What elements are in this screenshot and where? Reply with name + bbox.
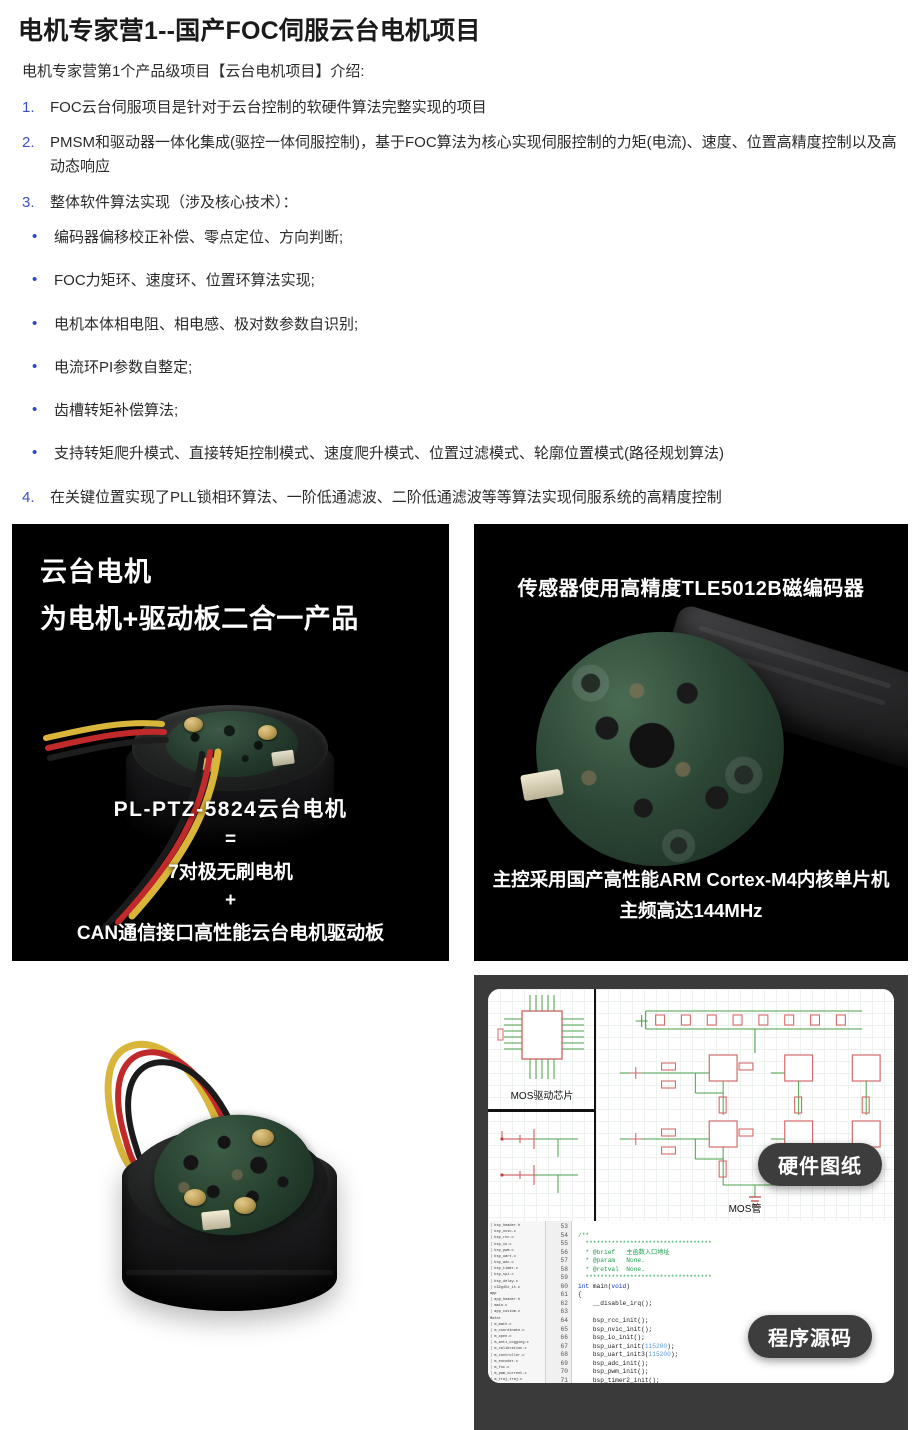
screw-icon (184, 1189, 206, 1207)
list-marker: 1. (22, 98, 35, 116)
list-item-text: FOC力矩环、速度环、位置环算法实现; (54, 272, 315, 290)
mos-driver-symbol (497, 995, 584, 1194)
product-photo-white (12, 975, 449, 1430)
list-item-text: 在关键位置实现了PLL锁相环算法、一阶低通滤波、二阶低通滤波等等算法实现伺服系统… (50, 488, 722, 506)
panel-a-caption-line4: + (224, 890, 237, 912)
code-line-numbers: 5354555657585960616263646566676869707172… (545, 1221, 572, 1384)
bulleted-list: 编码器偏移校正补偿、零点定位、方向判断; FOC力矩环、速度环、位置环算法实现;… (14, 226, 906, 467)
numbered-list-continued: 4. 在关键位置实现了PLL锁相环算法、一阶低通滤波、二阶低通滤波等等算法实现伺… (14, 486, 906, 510)
list-item: 1. FOC云台伺服项目是针对于云台控制的软硬件算法完整实现的项目 (14, 96, 906, 120)
screw-icon (234, 1197, 256, 1215)
project-file-tree[interactable]: │ bsp_header.h│ bsp_nvic.c│ bsp_rcc.c│ b… (487, 1221, 546, 1384)
code-content[interactable]: /** ********************************** *… (577, 1231, 712, 1384)
gallery-row-1: 云台电机 为电机+驱动板二合一产品 PL-PTZ-5824云台电机 = 7对极无… (0, 524, 920, 962)
schematic-label-mos-driver: MOS驱动芯片 (510, 1091, 574, 1103)
panel-a-headline-line1: 云台电机 (40, 557, 152, 588)
usb-connector-icon (201, 1209, 231, 1231)
bullet-icon (32, 269, 54, 292)
list-item: FOC力矩环、速度环、位置环算法实现; (14, 269, 906, 293)
panel-a-headline-line2: 为电机+驱动板二合一产品 (40, 604, 359, 635)
list-item-text: 电机本体相电阻、相电感、极对数参数自识别; (54, 315, 359, 333)
gimbal-motor-illustration (112, 1093, 347, 1313)
screw-icon (252, 1129, 274, 1147)
image-gallery: 云台电机 为电机+驱动板二合一产品 PL-PTZ-5824云台电机 = 7对极无… (0, 524, 920, 1430)
list-item: 4. 在关键位置实现了PLL锁相环算法、一阶低通滤波、二阶低通滤波等等算法实现伺… (14, 486, 906, 510)
list-marker: 3. (22, 193, 35, 211)
hardware-drawing-badge: 硬件图纸 (758, 1143, 882, 1187)
mos-bridge-symbol (619, 1010, 881, 1206)
panel-a-caption-line5: CAN通信接口高性能云台电机驱动板 (76, 923, 385, 945)
list-marker: 4. (22, 488, 35, 506)
list-item: 2. PMSM和驱动器一体化集成(驱控一体伺服控制)，基于FOC算法为核心实现伺… (14, 131, 906, 180)
schematic-left-block: MOS驱动芯片 (487, 989, 596, 1222)
list-item-text: 齿槽转矩补偿算法; (54, 402, 179, 420)
list-marker: 2. (22, 134, 35, 152)
list-item: 电流环PI参数自整定; (14, 356, 906, 380)
page-title: 电机专家营1--国产FOC伺服云台电机项目 (18, 17, 481, 45)
schematic-right-block: MOS管 (595, 989, 894, 1222)
product-hero-image: 云台电机 为电机+驱动板二合一产品 PL-PTZ-5824云台电机 = 7对极无… (12, 524, 449, 962)
article-body: 电机专家营1--国产FOC伺服云台电机项目 电机专家营第1个产品级项目【云台电机… (0, 0, 920, 510)
list-item-text: 整体软件算法实现（涉及核心技术）： (50, 193, 298, 211)
list-item: 3. 整体软件算法实现（涉及核心技术）： (14, 191, 906, 215)
list-item-text: PMSM和驱动器一体化集成(驱控一体伺服控制)，基于FOC算法为核心实现伺服控制… (50, 134, 897, 176)
list-item-text: 电流环PI参数自整定; (54, 358, 193, 376)
list-item-text: 支持转矩爬升模式、直接转矩控制模式、速度爬升模式、位置过滤模式、轮廓位置模式(路… (54, 445, 724, 463)
code-editor-screenshot: │ bsp_header.h│ bsp_nvic.c│ bsp_rcc.c│ b… (487, 1221, 894, 1384)
panel-b-headline: 传感器使用高精度TLE5012B磁编码器 (517, 578, 865, 601)
panel-a-caption: PL-PTZ-5824云台电机 = 7对极无刷电机 + CAN通信接口高性能云台… (12, 793, 449, 945)
bullet-icon (32, 399, 54, 422)
source-code-badge: 程序源码 (748, 1315, 872, 1359)
screw-icon (258, 725, 278, 741)
bullet-icon (32, 313, 54, 336)
panel-a-caption-line1: PL-PTZ-5824云台电机 (113, 798, 348, 822)
bullet-icon (32, 226, 54, 249)
gimbal-motor-illustration (126, 699, 335, 849)
list-item: 支持转矩爬升模式、直接转矩控制模式、速度爬升模式、位置过滤模式、轮廓位置模式(路… (14, 442, 906, 466)
list-item: 电机本体相电阻、相电感、极对数参数自识别; (14, 313, 906, 337)
list-item-text: 编码器偏移校正补偿、零点定位、方向判断; (54, 228, 344, 246)
list-item: 齿槽转矩补偿算法; (14, 399, 906, 423)
list-item-text: FOC云台伺服项目是针对于云台控制的软硬件算法完整实现的项目 (50, 98, 487, 116)
bullet-icon (32, 442, 54, 465)
panel-a-headline: 云台电机 为电机+驱动板二合一产品 (40, 550, 359, 636)
panel-b-caption-line1: 主控采用国产高性能ARM Cortex-M4内核单片机 (492, 869, 890, 891)
schematic-sheet: MOS驱动芯片 (487, 989, 894, 1222)
schematic-label-mos: MOS管 (728, 1204, 762, 1216)
panel-b-caption-line2: 主频高达144MHz (619, 900, 763, 922)
bullet-icon (32, 356, 54, 379)
gallery-row-2: MOS驱动芯片 (0, 975, 920, 1430)
sensor-detail-image: 传感器使用高精度TLE5012B磁编码器 主控采用国产高性能ARM Cortex… (473, 524, 908, 962)
driver-pcb-illustration (520, 615, 800, 883)
screw-icon (184, 717, 204, 733)
panel-a-caption-line2: = (224, 829, 237, 851)
intro-paragraph: 电机专家营第1个产品级项目【云台电机项目】介绍: (22, 63, 365, 81)
motor-wires (43, 720, 222, 932)
list-item: 编码器偏移校正补偿、零点定位、方向判断; (14, 226, 906, 250)
schematic-and-code-image: MOS驱动芯片 (473, 975, 908, 1430)
numbered-list: 1. FOC云台伺服项目是针对于云台控制的软硬件算法完整实现的项目 2. PMS… (14, 96, 906, 215)
panel-a-caption-line3: 7对极无刷电机 (168, 862, 293, 884)
panel-b-caption: 主控采用国产高性能ARM Cortex-M4内核单片机 主频高达144MHz (474, 866, 908, 923)
